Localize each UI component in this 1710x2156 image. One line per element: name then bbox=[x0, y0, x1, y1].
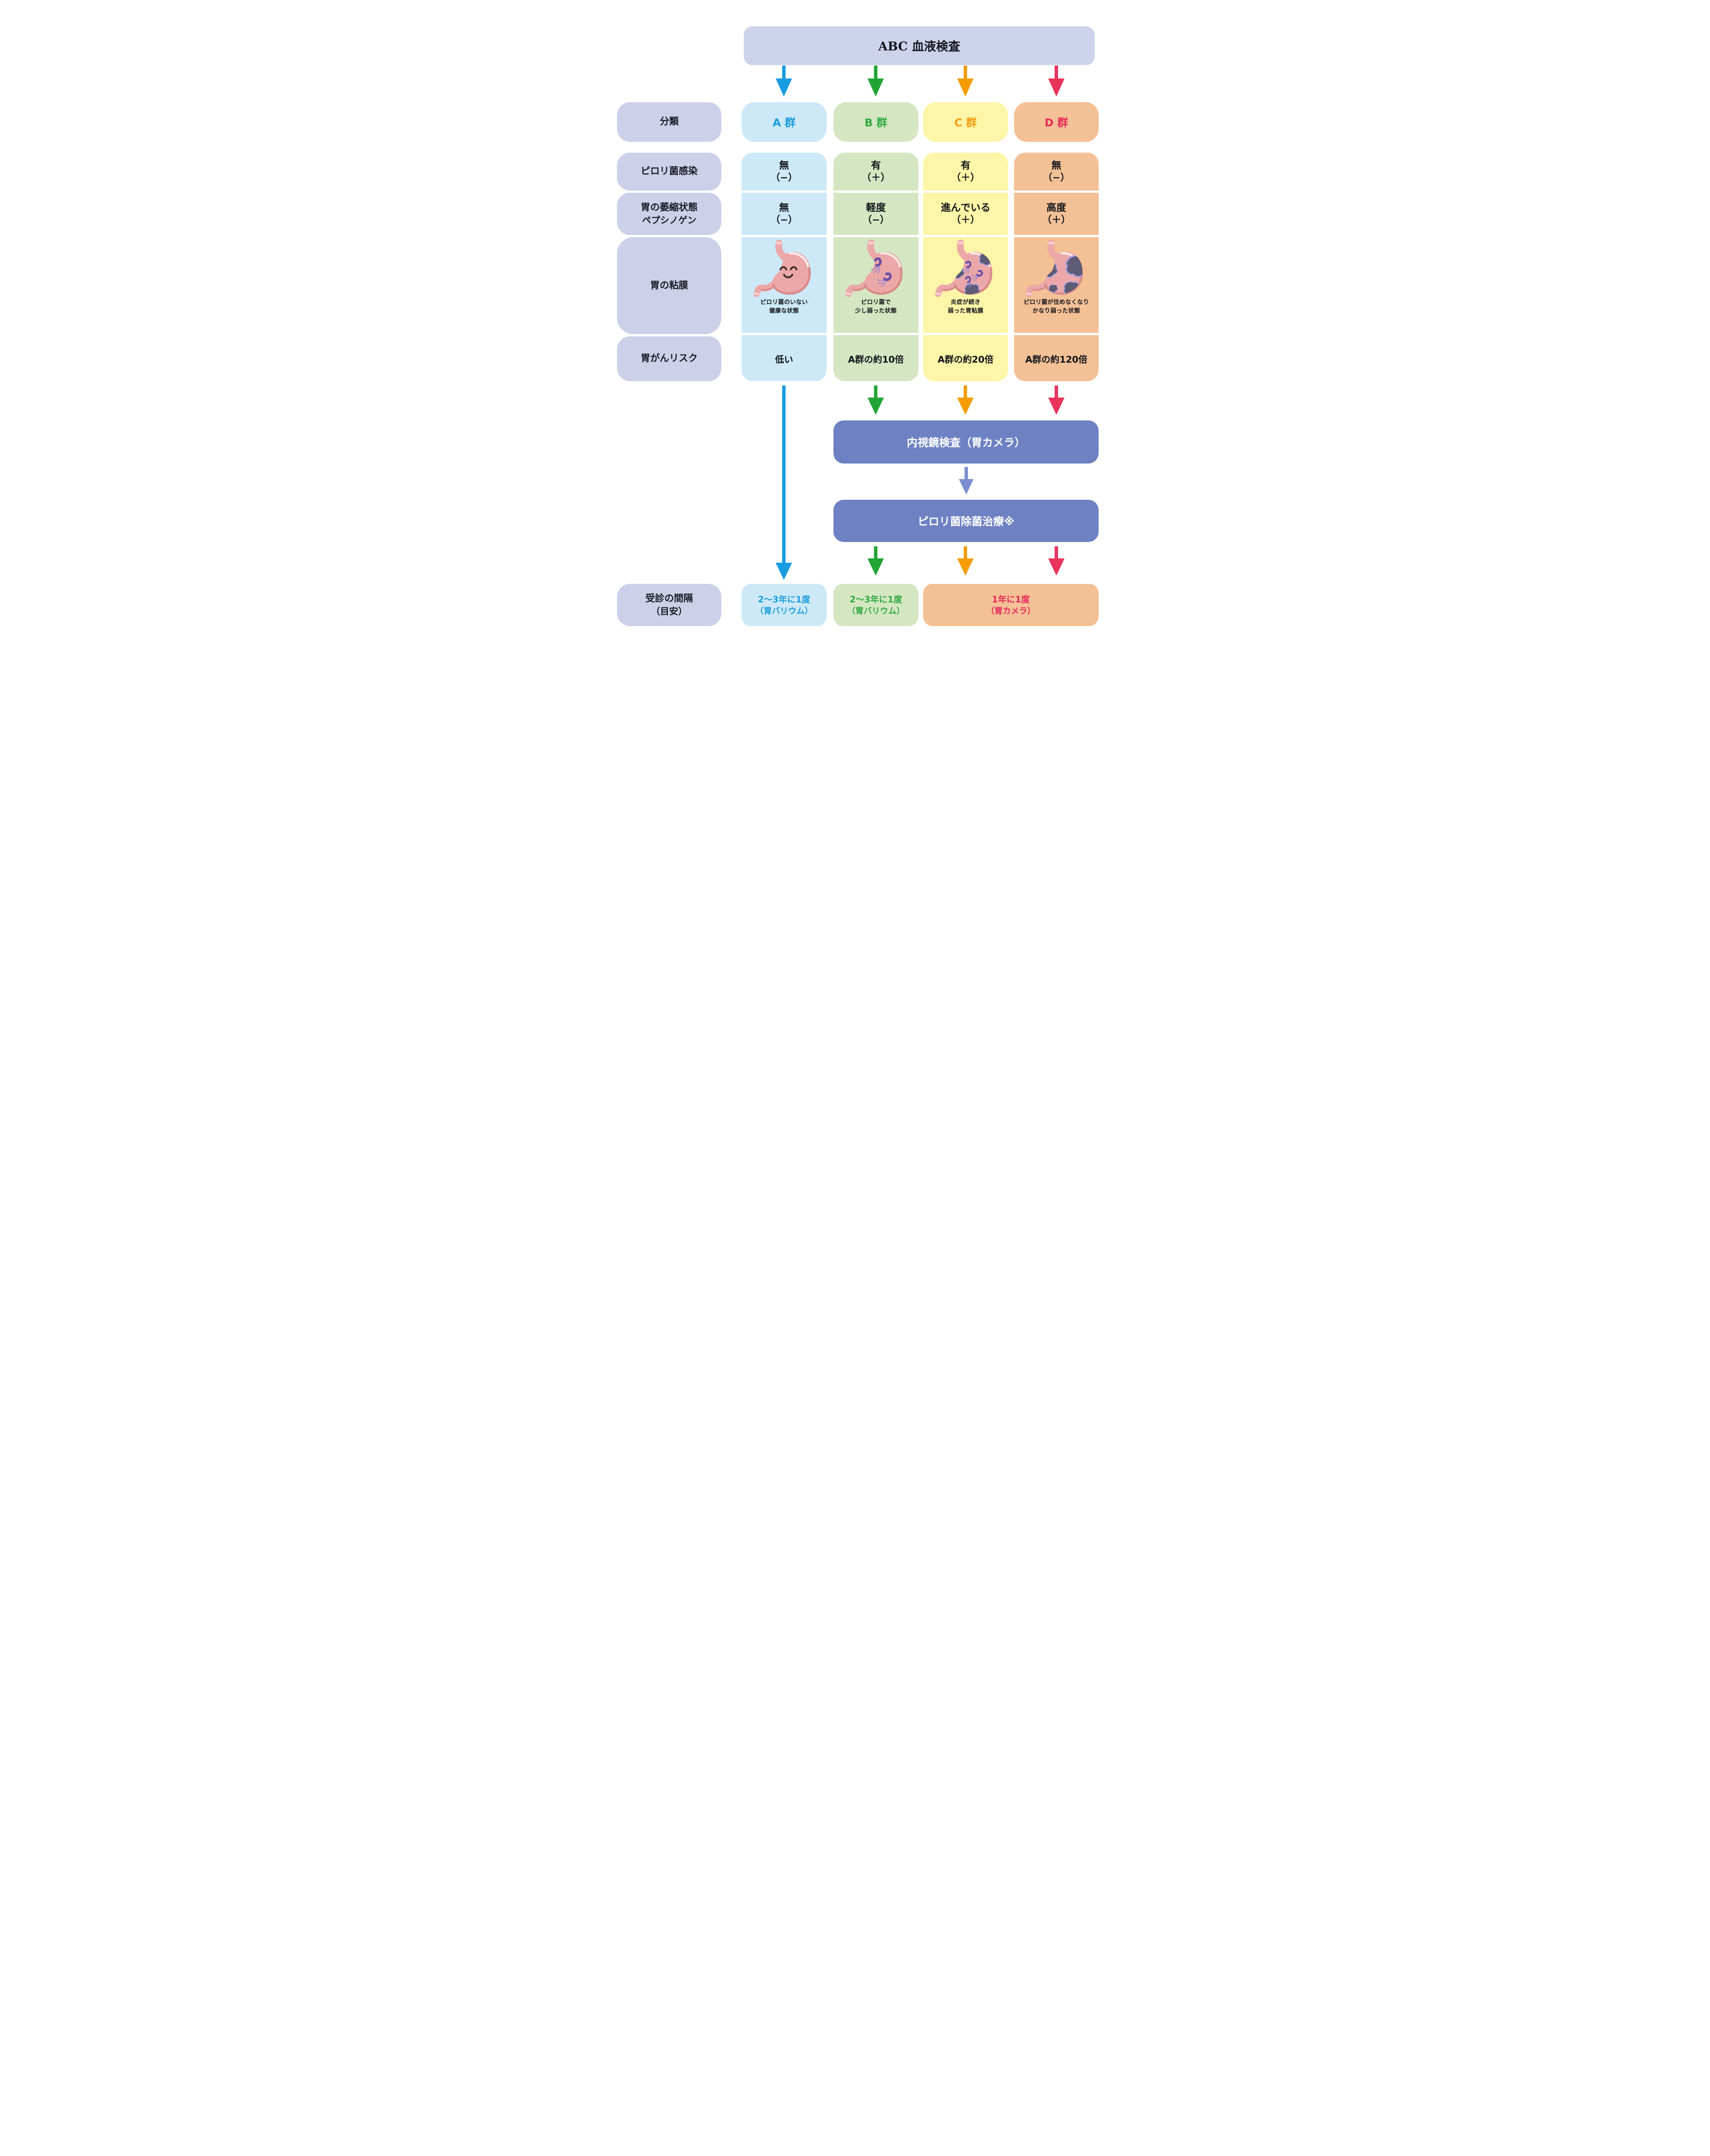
group-header-a: A 群 bbox=[742, 102, 827, 142]
cell-d-risk: A群の約120倍 bbox=[1025, 354, 1088, 365]
column-c-block: 有 （＋） 進んでいる （＋） 炎症が続き 弱った胃粘膜 bbox=[923, 153, 1008, 381]
divider bbox=[1014, 235, 1099, 237]
row-label-pylori: ピロリ菌感染 bbox=[617, 153, 721, 191]
arrow-b-to-endoscopy bbox=[868, 385, 884, 415]
mucosa-caption-c: 炎症が続き 弱った胃粘膜 bbox=[948, 299, 983, 315]
mucosa-caption-a: ピロリ菌のいない 健康な状態 bbox=[760, 299, 808, 315]
arrow-a-to-interval bbox=[776, 385, 792, 580]
cell-d-atrophy: 高度 （＋） bbox=[1042, 202, 1071, 226]
cell-d-mucosa: ピロリ菌が住めなくなり かなり弱った状態 bbox=[1014, 237, 1099, 333]
divider bbox=[742, 191, 827, 193]
cell-a-pylori: 無 （−） bbox=[770, 160, 798, 183]
cell-c-atrophy: 進んでいる （＋） bbox=[941, 202, 990, 226]
cell-d-pylori: 無 （−） bbox=[1043, 160, 1070, 183]
arrow-b-to-interval bbox=[868, 546, 884, 576]
cell-c-pylori: 有 （＋） bbox=[951, 160, 980, 183]
arrow-down-group-c bbox=[957, 66, 974, 97]
group-header-b: B 群 bbox=[833, 102, 918, 142]
cell-b-atrophy: 軽度 （−） bbox=[862, 202, 889, 226]
row-label-interval: 受診の間隔 （目安） bbox=[617, 584, 721, 626]
divider bbox=[742, 333, 827, 335]
title-banner: ABC 血液検査 bbox=[744, 26, 1095, 65]
abc-test-flowchart: ABC 血液検査 分類 ピロリ菌感染 胃の萎縮状態 ペプシノゲン 胃の粘膜 胃が… bbox=[598, 0, 1112, 647]
column-b-block: 有 （＋） 軽度 （−） ピロリ菌で 少し弱った状態 A群の約10倍 bbox=[833, 153, 918, 381]
arrow-c-to-interval bbox=[957, 546, 974, 576]
arrow-down-group-a bbox=[776, 66, 792, 97]
interval-a-box: 2〜3年に1度 （胃バリウム） bbox=[742, 584, 827, 626]
arrow-endoscopy-to-eradication bbox=[959, 467, 974, 495]
divider bbox=[833, 235, 918, 237]
divider bbox=[1014, 191, 1099, 193]
row-label-mucosa: 胃の粘膜 bbox=[617, 237, 721, 334]
cell-b-risk: A群の約10倍 bbox=[848, 354, 904, 365]
arrow-c-to-endoscopy bbox=[957, 385, 974, 415]
column-a-block: 無 （−） 無 （−） ピロリ菌のいない 健康な状態 低い bbox=[742, 153, 827, 381]
page-title: ABC 血液検査 bbox=[878, 39, 960, 53]
stomach-severe-icon bbox=[1024, 240, 1089, 298]
divider bbox=[833, 333, 918, 335]
arrow-d-to-interval bbox=[1048, 546, 1065, 576]
stomach-inflamed-icon bbox=[933, 240, 998, 298]
mucosa-caption-d: ピロリ菌が住めなくなり かなり弱った状態 bbox=[1024, 299, 1089, 315]
arrow-d-to-endoscopy bbox=[1048, 385, 1065, 415]
cell-a-atrophy: 無 （−） bbox=[770, 202, 798, 226]
group-header-d: D 群 bbox=[1014, 102, 1099, 142]
divider bbox=[1014, 333, 1099, 335]
divider bbox=[923, 235, 1008, 237]
stomach-pylori-icon bbox=[844, 240, 908, 298]
divider bbox=[833, 191, 918, 193]
endoscopy-box: 内視鏡検査（胃カメラ） bbox=[833, 420, 1099, 464]
row-label-risk: 胃がんリスク bbox=[617, 336, 721, 381]
interval-cd-box: 1年に1度 （胃カメラ） bbox=[923, 584, 1099, 626]
group-header-c: C 群 bbox=[923, 102, 1008, 142]
column-d-block: 無 （−） 高度 （＋） ピロリ菌が住めなくなり かなり弱った状態 bbox=[1014, 153, 1099, 381]
row-label-atrophy: 胃の萎縮状態 ペプシノゲン bbox=[617, 193, 721, 235]
mucosa-caption-b: ピロリ菌で 少し弱った状態 bbox=[855, 299, 897, 315]
arrow-down-group-b bbox=[868, 66, 884, 97]
cell-c-mucosa: 炎症が続き 弱った胃粘膜 bbox=[923, 237, 1008, 333]
row-label-classification: 分類 bbox=[617, 102, 721, 142]
cell-c-risk: A群の約20倍 bbox=[937, 354, 994, 365]
divider bbox=[742, 235, 827, 237]
eradication-box: ピロリ菌除菌治療※ bbox=[833, 500, 1099, 542]
interval-b-box: 2〜3年に1度 （胃バリウム） bbox=[833, 584, 918, 626]
cell-b-pylori: 有 （＋） bbox=[861, 160, 890, 183]
cell-a-risk: 低い bbox=[775, 354, 793, 365]
stomach-healthy-icon bbox=[752, 240, 817, 298]
divider bbox=[923, 333, 1008, 335]
cell-b-mucosa: ピロリ菌で 少し弱った状態 bbox=[833, 237, 918, 333]
arrow-down-group-d bbox=[1048, 66, 1065, 97]
divider bbox=[923, 191, 1008, 193]
cell-a-mucosa: ピロリ菌のいない 健康な状態 bbox=[742, 237, 827, 333]
